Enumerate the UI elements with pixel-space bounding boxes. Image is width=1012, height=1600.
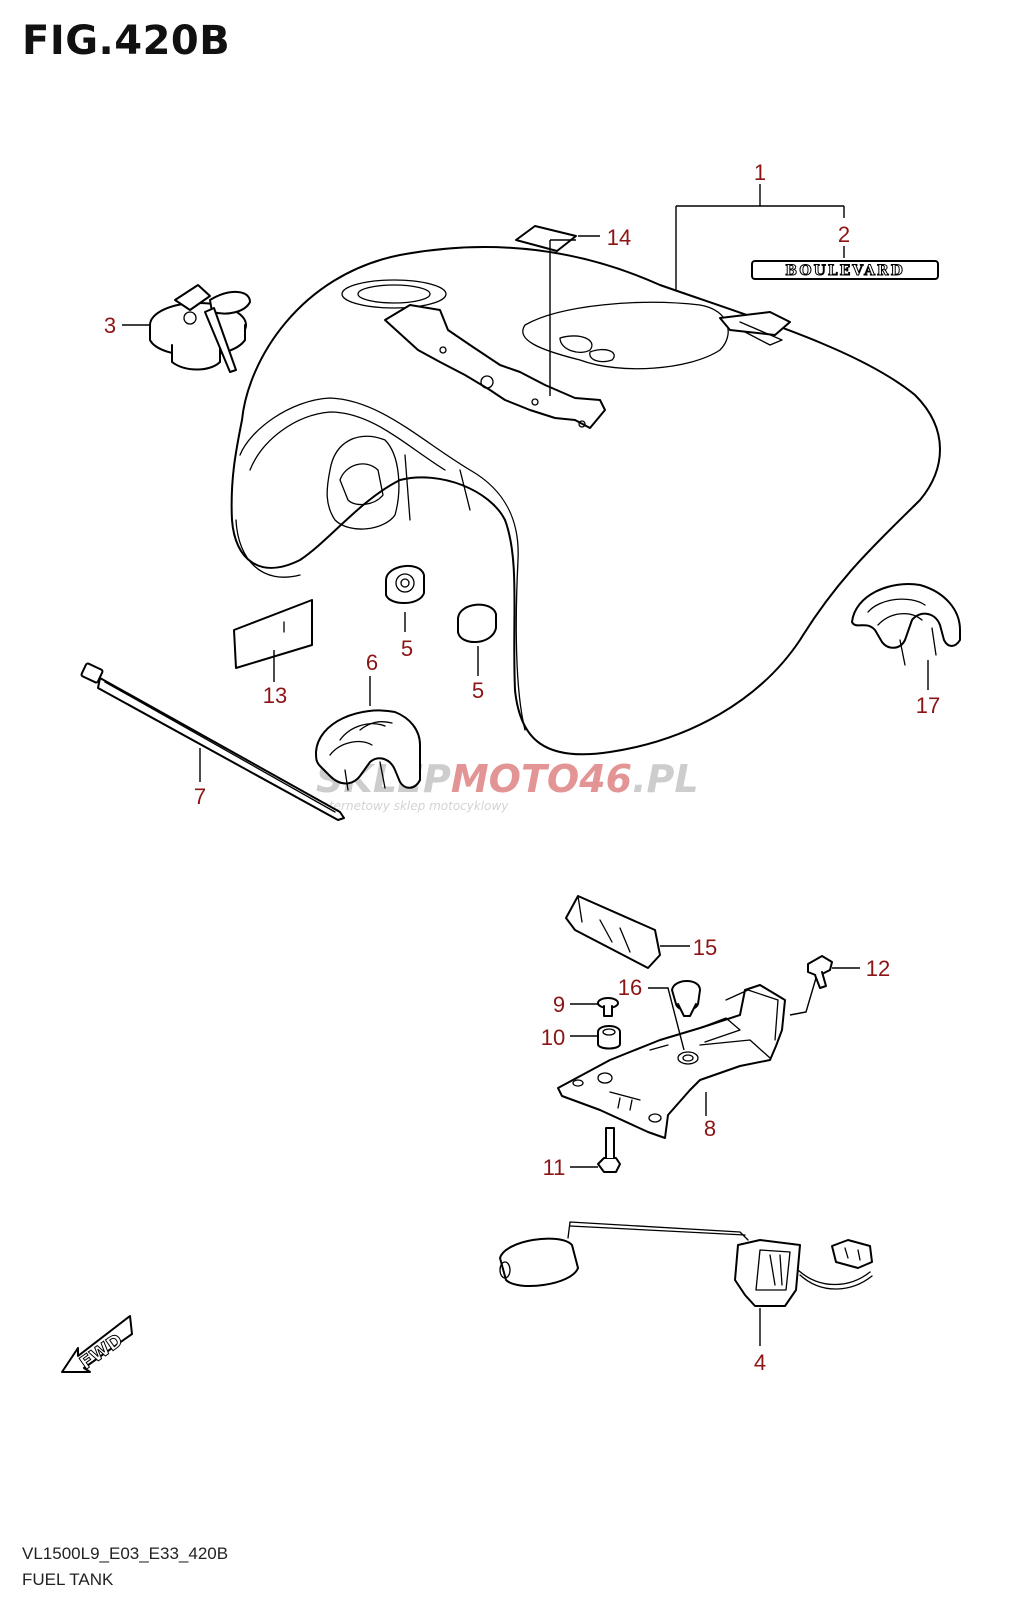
fwd-arrow: FWD [61,1315,133,1375]
callout-14: 14 [607,225,631,250]
callouts: 1 2 3 4 5 5 6 7 8 9 10 11 12 13 14 15 16… [104,160,940,1375]
fuel-tank-body [230,245,941,756]
cushion-left [315,709,421,791]
callout-11: 11 [543,1155,566,1180]
callout-6: 6 [366,650,378,675]
watermark-brand-part4: .PL [632,757,699,801]
callout-17: 17 [916,693,940,718]
caution-label [515,225,577,252]
cushion-right [851,583,961,666]
callout-7: 7 [194,784,206,809]
fuel-level-sender [499,1221,873,1307]
watermark-brand-part3: 46 [578,757,632,801]
callout-8: 8 [704,1116,716,1141]
callout-13: 13 [263,683,287,708]
bracket-8 [557,984,786,1139]
emblem-boulevard: BOULEVARD [751,260,939,280]
callout-5-lower: 5 [472,678,484,703]
callout-12: 12 [866,956,890,981]
watermark: SKLEPMOTO46.PL internetowy sklep motocyk… [316,757,699,813]
grommet-lower [457,603,497,644]
leader-lines [122,184,929,1346]
bolt-12 [807,955,833,989]
model-code: VL1500L9_E03_E33_420B [22,1544,229,1563]
callout-9: 9 [553,992,565,1017]
svg-text:SKLEPMOTO46.PL: SKLEPMOTO46.PL [316,757,699,801]
figure-name: FUEL TANK [22,1570,114,1589]
watermark-tagline: internetowy sklep motocyklowy [318,799,509,813]
callout-3: 3 [104,313,116,338]
emblem-text: BOULEVARD [785,263,904,279]
callout-10: 10 [541,1025,565,1050]
grommet-upper [385,564,425,604]
callout-16: 16 [618,975,642,1000]
info-label [233,599,313,669]
cable-tie [80,662,345,821]
screw-9 [597,997,619,1017]
bolt-11 [597,1127,621,1173]
fuel-cap [149,284,251,373]
callout-1: 1 [754,160,766,185]
fwd-label: FWD [76,1330,127,1374]
rubber-cushion [671,980,701,1017]
watermark-brand-part2: MOTO [451,757,579,801]
figure-title: FIG.420B [22,18,231,64]
callout-15: 15 [693,935,717,960]
pad [565,895,661,969]
callout-4: 4 [754,1350,766,1375]
spacer-10 [597,1025,621,1050]
callout-5-upper: 5 [401,636,413,661]
callout-2: 2 [838,222,850,247]
